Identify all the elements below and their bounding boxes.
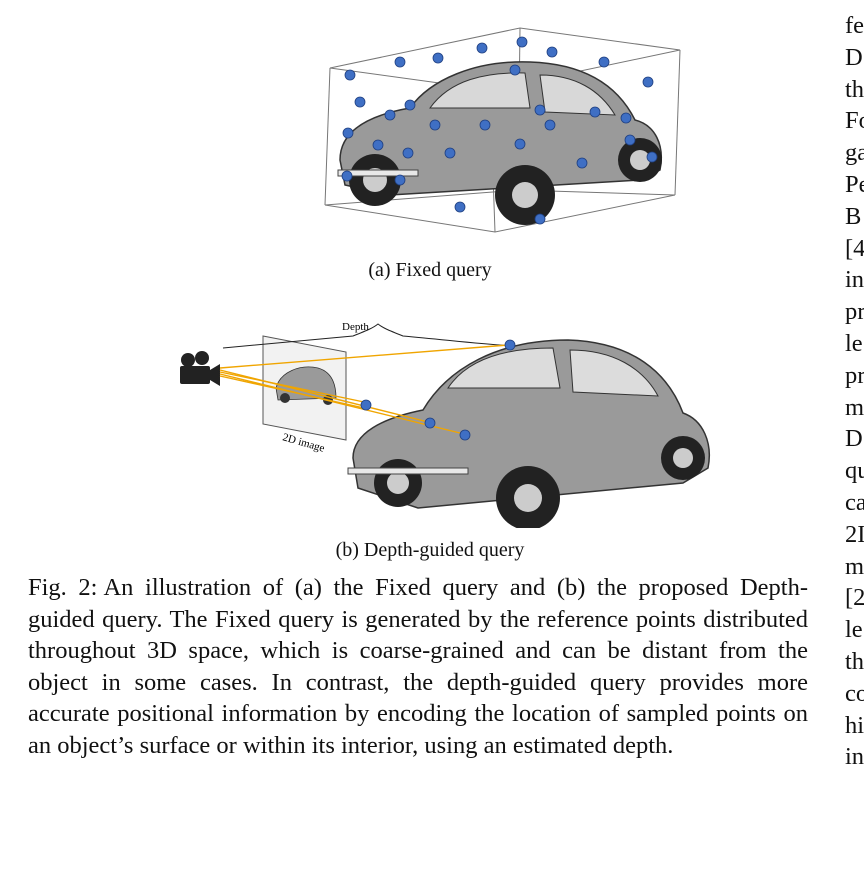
reference-point	[479, 119, 491, 131]
reference-point	[546, 46, 558, 58]
reference-point	[589, 106, 601, 118]
right-column-line: ga	[845, 139, 864, 167]
right-column-line: th	[845, 647, 864, 675]
right-column-line: co	[845, 679, 864, 707]
right-column-line: pr	[845, 298, 864, 326]
reference-point	[642, 76, 654, 88]
right-column-line: m	[845, 552, 864, 580]
right-column-line: in	[845, 266, 864, 294]
right-column-line: [2	[845, 584, 864, 612]
right-column-line: Fo	[845, 107, 864, 135]
car-illustration	[347, 339, 710, 528]
right-column-line: D	[845, 43, 863, 71]
sampled-point	[424, 417, 436, 429]
reference-point	[476, 42, 488, 54]
fixed-query-illustration	[324, 27, 681, 233]
reference-point	[544, 119, 556, 131]
right-column-line: le	[845, 329, 863, 357]
camera-icon	[180, 351, 220, 386]
right-column-line: m	[845, 393, 864, 421]
right-column-line: hi	[845, 711, 864, 739]
reference-point	[354, 96, 366, 108]
reference-point	[342, 127, 354, 139]
right-column-fragments: feDthFogaPeB[4inprleprmDquca2Im[2lethcoh…	[845, 10, 864, 773]
right-column-line: [4	[845, 234, 864, 262]
reference-point	[444, 147, 456, 159]
right-column-line: pr	[845, 361, 864, 389]
reference-point	[429, 119, 441, 131]
sampled-point	[459, 429, 471, 441]
reference-point	[372, 139, 384, 151]
reference-point	[620, 112, 632, 124]
reference-point	[394, 56, 406, 68]
reference-point	[534, 213, 546, 225]
reference-point	[341, 170, 353, 182]
reference-point	[598, 56, 610, 68]
right-column-line: le	[845, 616, 863, 644]
sampled-point	[504, 339, 516, 351]
depth-guided-query-illustration: 2D image Depth	[180, 321, 710, 528]
caption-label: Fig. 2:	[28, 574, 98, 601]
sampled-point	[360, 399, 372, 411]
right-column-line: D	[845, 425, 863, 453]
reference-point	[516, 36, 528, 48]
reference-point	[432, 52, 444, 64]
caption-text: An illustration of (a) the Fixed query a…	[28, 574, 808, 759]
right-column-line: B	[845, 202, 862, 230]
reference-point	[404, 99, 416, 111]
reference-point	[402, 147, 414, 159]
subfigure-b-label: (b) Depth-guided query	[335, 539, 525, 561]
reference-point	[344, 69, 356, 81]
reference-point	[384, 109, 396, 121]
right-column-line: Pe	[845, 170, 864, 198]
right-column-line: th	[845, 75, 864, 103]
figure-caption: Fig. 2:An illustration of (a) the Fixed …	[28, 572, 808, 761]
right-column-line: fe	[845, 12, 864, 39]
reference-point	[394, 174, 406, 186]
reference-point	[509, 64, 521, 76]
depth-brace	[222, 323, 514, 349]
reference-point	[624, 134, 636, 146]
reference-point	[534, 104, 546, 116]
right-column-line: ca	[845, 488, 864, 516]
depth-label: Depth	[342, 321, 369, 333]
right-column-line: 2I	[845, 520, 864, 548]
reference-point	[576, 157, 588, 169]
right-column-line: qu	[845, 457, 864, 485]
reference-point	[454, 201, 466, 213]
reference-point	[646, 151, 658, 163]
camera-rays	[219, 344, 509, 435]
reference-point	[514, 138, 526, 150]
car-illustration	[337, 61, 662, 225]
subfigure-a-label: (a) Fixed query	[368, 259, 492, 281]
right-column-line: in	[845, 743, 864, 771]
